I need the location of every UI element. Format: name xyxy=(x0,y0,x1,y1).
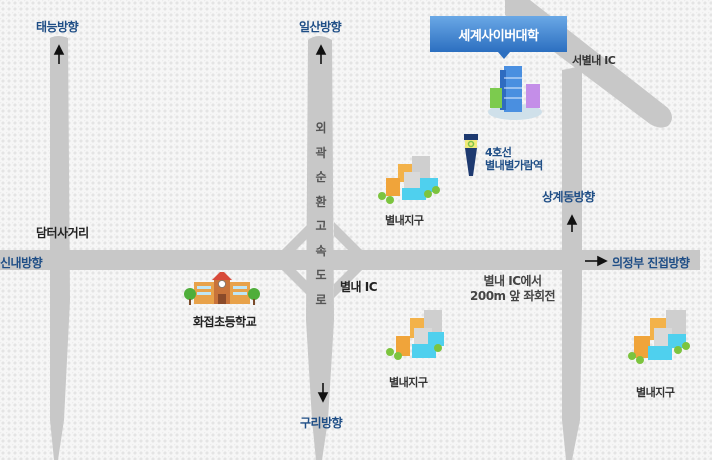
road-highway xyxy=(306,36,334,460)
road-horizontal xyxy=(0,250,700,270)
arrow-up-icon xyxy=(53,44,65,55)
label-seobyeollae-ic: 서별내 IC xyxy=(572,54,616,67)
university-callout: 세계사이버대학 xyxy=(430,16,567,59)
arrow-down-icon xyxy=(317,392,329,403)
label-damteo-intersection: 담터사거리 xyxy=(36,226,89,240)
university-building-icon xyxy=(488,66,542,120)
station-name: 별내별가람역 xyxy=(485,159,543,172)
arrow-right-icon xyxy=(597,255,608,267)
road-right-vertical xyxy=(562,66,582,460)
direction-label-sanggye: 상계동방향 xyxy=(542,190,595,204)
district-label-2: 별내지구 xyxy=(389,376,428,389)
note-line-1: 별내 IC에서 xyxy=(483,274,542,288)
subway-station-icon xyxy=(464,134,478,176)
direction-label-sinnae: 신내방향 xyxy=(0,256,43,270)
school-building-icon xyxy=(184,272,260,305)
district-buildings-icon xyxy=(378,156,440,204)
road-left-vertical xyxy=(50,36,70,460)
arrow-up-icon xyxy=(566,214,578,225)
arrow-up-icon xyxy=(315,44,327,55)
directions-note: 별내 IC에서 200m 앞 좌회전 xyxy=(470,274,556,304)
district-label-1: 별내지구 xyxy=(385,214,424,227)
label-school: 화접초등학교 xyxy=(193,315,257,329)
highway-name-vertical: 외 곽 순 환 고 속 도 로 xyxy=(315,121,327,307)
district-label-3: 별내지구 xyxy=(636,386,675,399)
direction-label-taeneung: 태능방향 xyxy=(36,20,79,34)
station-label: 4호선 별내별가람역 xyxy=(485,146,543,172)
district-buildings-icon xyxy=(628,310,690,364)
ic-ramps xyxy=(282,222,362,298)
direction-label-ilsan: 일산방향 xyxy=(299,20,342,34)
station-line: 4호선 xyxy=(485,146,512,159)
direction-label-guri: 구리방향 xyxy=(300,416,343,430)
direction-label-uijeongbu: 의정부 진접방향 xyxy=(612,256,690,270)
label-byeollae-ic: 별내 IC xyxy=(340,280,378,294)
district-buildings-icon xyxy=(386,310,444,360)
note-line-2: 200m 앞 좌회전 xyxy=(470,289,556,303)
